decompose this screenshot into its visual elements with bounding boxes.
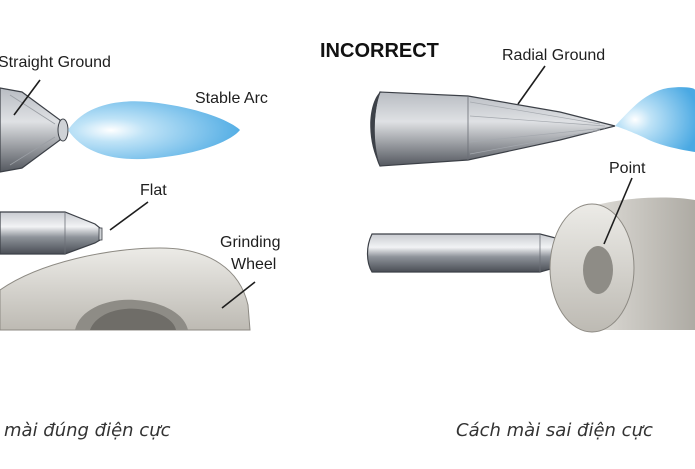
grinding-wheel-right: [549, 197, 695, 333]
label-point: Point: [609, 160, 646, 177]
header-incorrect: INCORRECT: [320, 40, 439, 62]
label-grinding-line1: Grinding: [220, 234, 280, 251]
straight-ground-electrode: [0, 87, 69, 173]
label-radial-ground: Radial Ground: [502, 47, 605, 64]
flat-tip-electrode: [0, 211, 103, 255]
radial-ground-electrode: [370, 91, 616, 167]
label-flat: Flat: [140, 182, 167, 199]
grinding-wheel-left: [0, 247, 251, 331]
caption-right: Cách mài sai điện cực: [456, 420, 653, 441]
stable-arc-shape: [68, 101, 240, 160]
label-straight-ground: Straight Ground: [0, 54, 111, 71]
caption-left: mài đúng điện cực: [4, 420, 171, 441]
unstable-arc-shape: [615, 87, 695, 152]
label-grinding-line2: Wheel: [231, 256, 276, 273]
label-stable-arc: Stable Arc: [195, 90, 268, 107]
